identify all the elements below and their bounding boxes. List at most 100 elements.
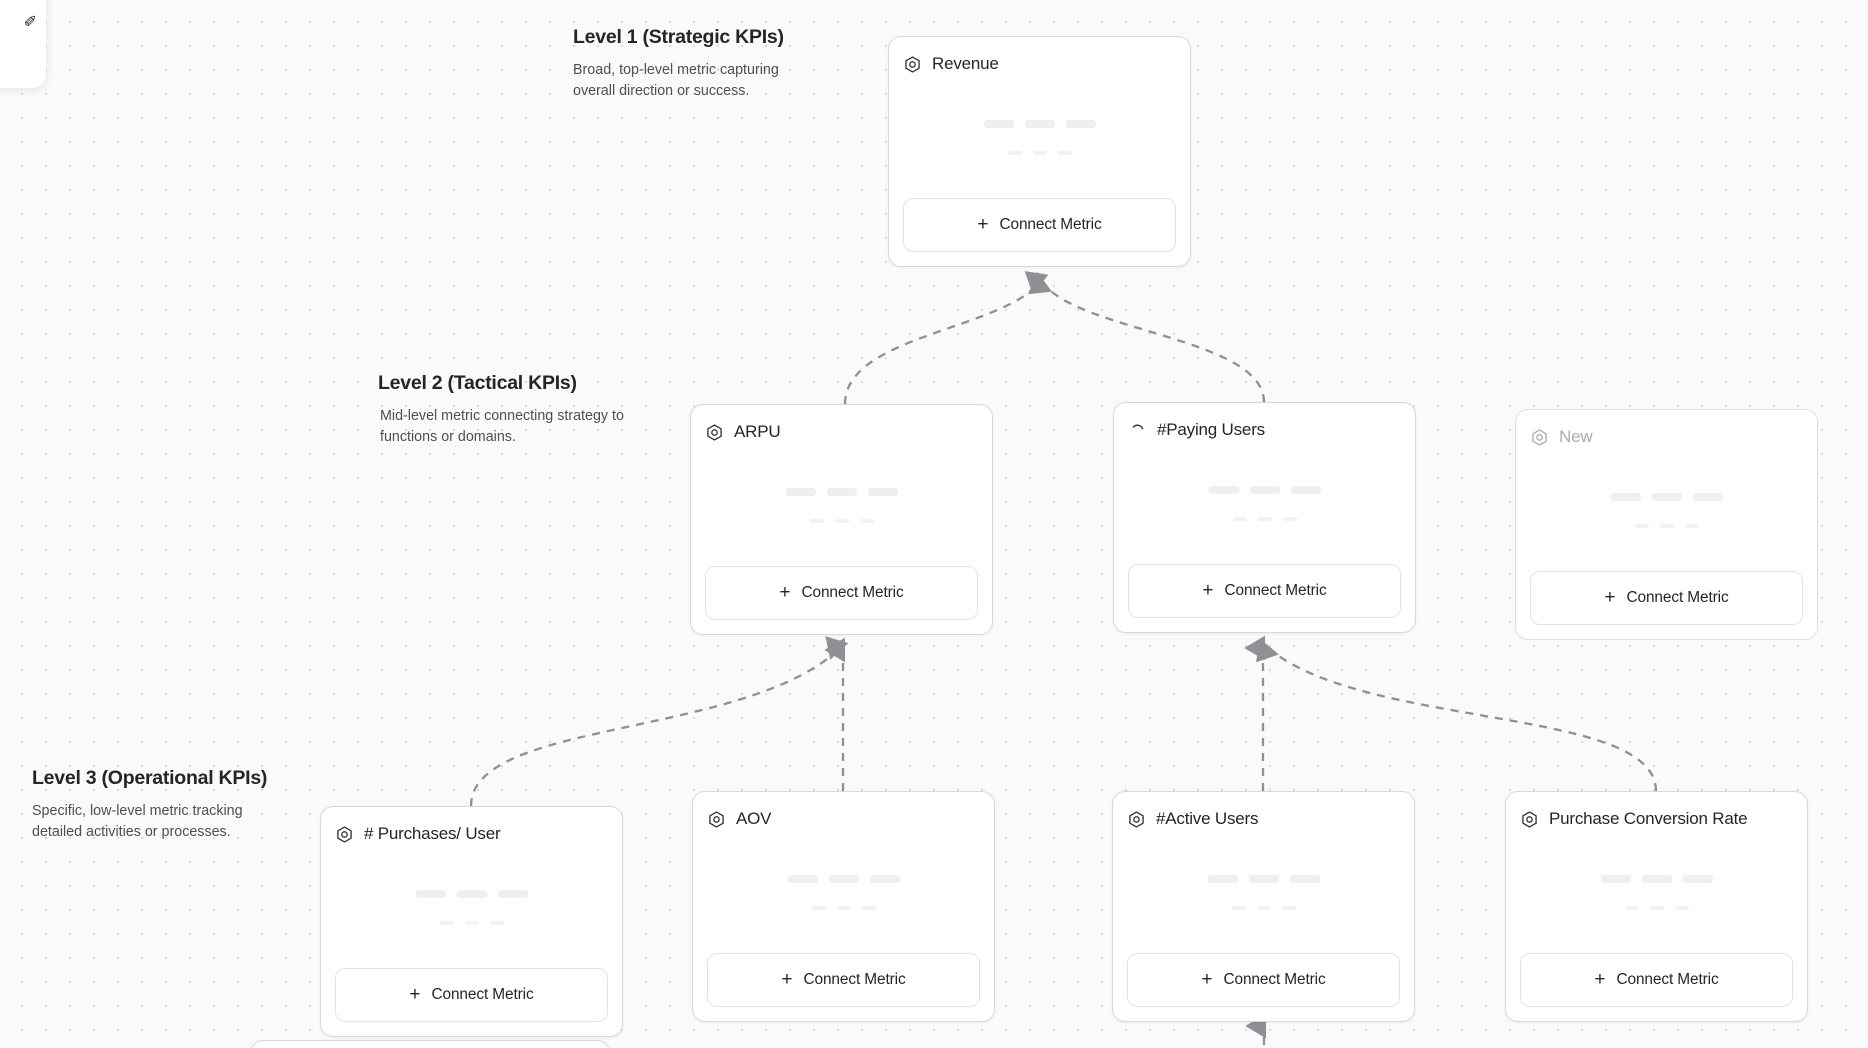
skeleton-row-primary [1610,493,1723,501]
plus-icon: + [1202,580,1214,601]
skeleton-bar [1659,524,1674,528]
skeleton-bar [489,921,504,925]
card-skeleton-body [705,445,978,566]
skeleton-row-secondary [1231,906,1296,910]
skeleton-row-secondary [811,906,876,910]
connect-metric-label: Connect Metric [803,971,906,988]
skeleton-bar [1289,875,1320,883]
plus-icon: + [409,984,421,1005]
skeleton-bar [1674,906,1689,910]
hexagon-metric-icon [709,810,724,828]
skeleton-row-primary [983,120,1096,128]
skeleton-bar [464,921,479,925]
card-title: ARPU [734,422,781,441]
metric-card-purchase-conversion-rate[interactable]: Purchase Conversion Rate + Connect Metri… [1505,791,1808,1022]
connect-metric-button[interactable]: + Connect Metric [335,968,608,1022]
skeleton-bar [1248,875,1279,883]
skeleton-bar [1007,151,1022,155]
connect-metric-button[interactable]: + Connect Metric [1530,571,1803,625]
card-header: #Paying Users [1128,417,1401,443]
edge-paying-to-revenue [1028,271,1266,403]
skeleton-bar [811,906,826,910]
skeleton-bar [439,921,454,925]
pen-tool-icon[interactable]: ✐ [23,14,37,31]
skeleton-bar [1032,151,1047,155]
skeleton-row-primary [415,890,528,898]
metric-card-offscreen-bottom[interactable] [250,1040,610,1048]
level-2-description: Mid-level metric connecting strategy to … [380,408,624,446]
skeleton-bar [1281,906,1296,910]
skeleton-bar [1624,906,1639,910]
skeleton-bar [983,120,1014,128]
connect-metric-button[interactable]: + Connect Metric [707,953,980,1007]
metric-card-aov[interactable]: AOV + Connect Metric [692,791,995,1022]
connect-metric-label: Connect Metric [1616,971,1719,988]
card-title: AOV [736,809,772,828]
skeleton-bar [1208,486,1239,494]
skeleton-row-secondary [1007,151,1072,155]
skeleton-bar [497,890,528,898]
card-skeleton-body [1128,443,1401,564]
metric-card-purchases-per-user[interactable]: # Purchases/ User + Connect Metric [320,806,623,1037]
skeleton-bar [1057,151,1072,155]
connect-metric-button[interactable]: + Connect Metric [705,566,978,620]
card-title: #Paying Users [1157,420,1265,439]
skeleton-bar [1257,517,1272,521]
card-header: #Active Users [1127,806,1400,832]
skeleton-bar [861,906,876,910]
skeleton-row-secondary [1232,517,1297,521]
plus-icon: + [1604,587,1616,608]
skeleton-bar [828,875,859,883]
card-skeleton-body [1520,832,1793,953]
skeleton-bar [1684,524,1699,528]
skeleton-bar [836,906,851,910]
skeleton-row-primary [785,488,898,496]
plus-icon: + [779,582,791,603]
connect-metric-button[interactable]: + Connect Metric [1520,953,1793,1007]
hexagon-metric-icon [1522,810,1537,828]
card-skeleton-body [903,77,1176,198]
skeleton-row-primary [1207,875,1320,883]
skeleton-bar [867,488,898,496]
connect-metric-button[interactable]: + Connect Metric [903,198,1176,252]
card-skeleton-body [335,847,608,968]
level-legend-2: Level 2 (Tactical KPIs) Mid-level metric… [378,372,628,448]
card-header: ARPU [705,419,978,445]
connect-metric-label: Connect Metric [1223,971,1326,988]
metric-card-arpu[interactable]: ARPU + Connect Metric [690,404,993,635]
card-header: Purchase Conversion Rate [1520,806,1793,832]
corner-toolbar-panel[interactable]: ✐ [0,0,46,88]
connect-metric-label: Connect Metric [801,584,904,601]
connect-metric-label: Connect Metric [1626,589,1729,606]
metric-card-active-users[interactable]: #Active Users + Connect Metric [1112,791,1415,1022]
skeleton-bar [1249,486,1280,494]
card-title: Revenue [932,54,999,73]
skeleton-bar [1231,906,1246,910]
hexagon-metric-icon [1532,428,1547,446]
level-1-description: Broad, top-level metric capturing overal… [573,62,779,100]
hexagon-metric-icon [905,55,920,73]
skeleton-row-secondary [439,921,504,925]
skeleton-bar [1610,493,1641,501]
spinner-loading-icon [1132,424,1144,429]
connect-metric-button[interactable]: + Connect Metric [1127,953,1400,1007]
connect-metric-button[interactable]: + Connect Metric [1128,564,1401,618]
hexagon-metric-icon [337,825,352,843]
level-2-title: Level 2 (Tactical KPIs) [378,372,577,394]
metric-card-new[interactable]: New + Connect Metric [1515,409,1818,640]
skeleton-bar [1634,524,1649,528]
skeleton-row-secondary [1624,906,1689,910]
level-legend-3: Level 3 (Operational KPIs) Specific, low… [32,767,282,843]
plus-icon: + [781,969,793,990]
metric-card-revenue[interactable]: Revenue + Connect Metric [888,36,1191,267]
skeleton-bar [1024,120,1055,128]
level-3-title: Level 3 (Operational KPIs) [32,767,268,789]
connect-metric-label: Connect Metric [999,216,1102,233]
metric-card-paying-users[interactable]: #Paying Users + Connect Metric [1113,402,1416,633]
hexagon-metric-icon [707,423,722,441]
edge-arpu-to-revenue [843,271,1049,405]
hexagon-metric-icon [1129,810,1144,828]
skeleton-bar [1232,517,1247,521]
skeleton-bar [1682,875,1713,883]
